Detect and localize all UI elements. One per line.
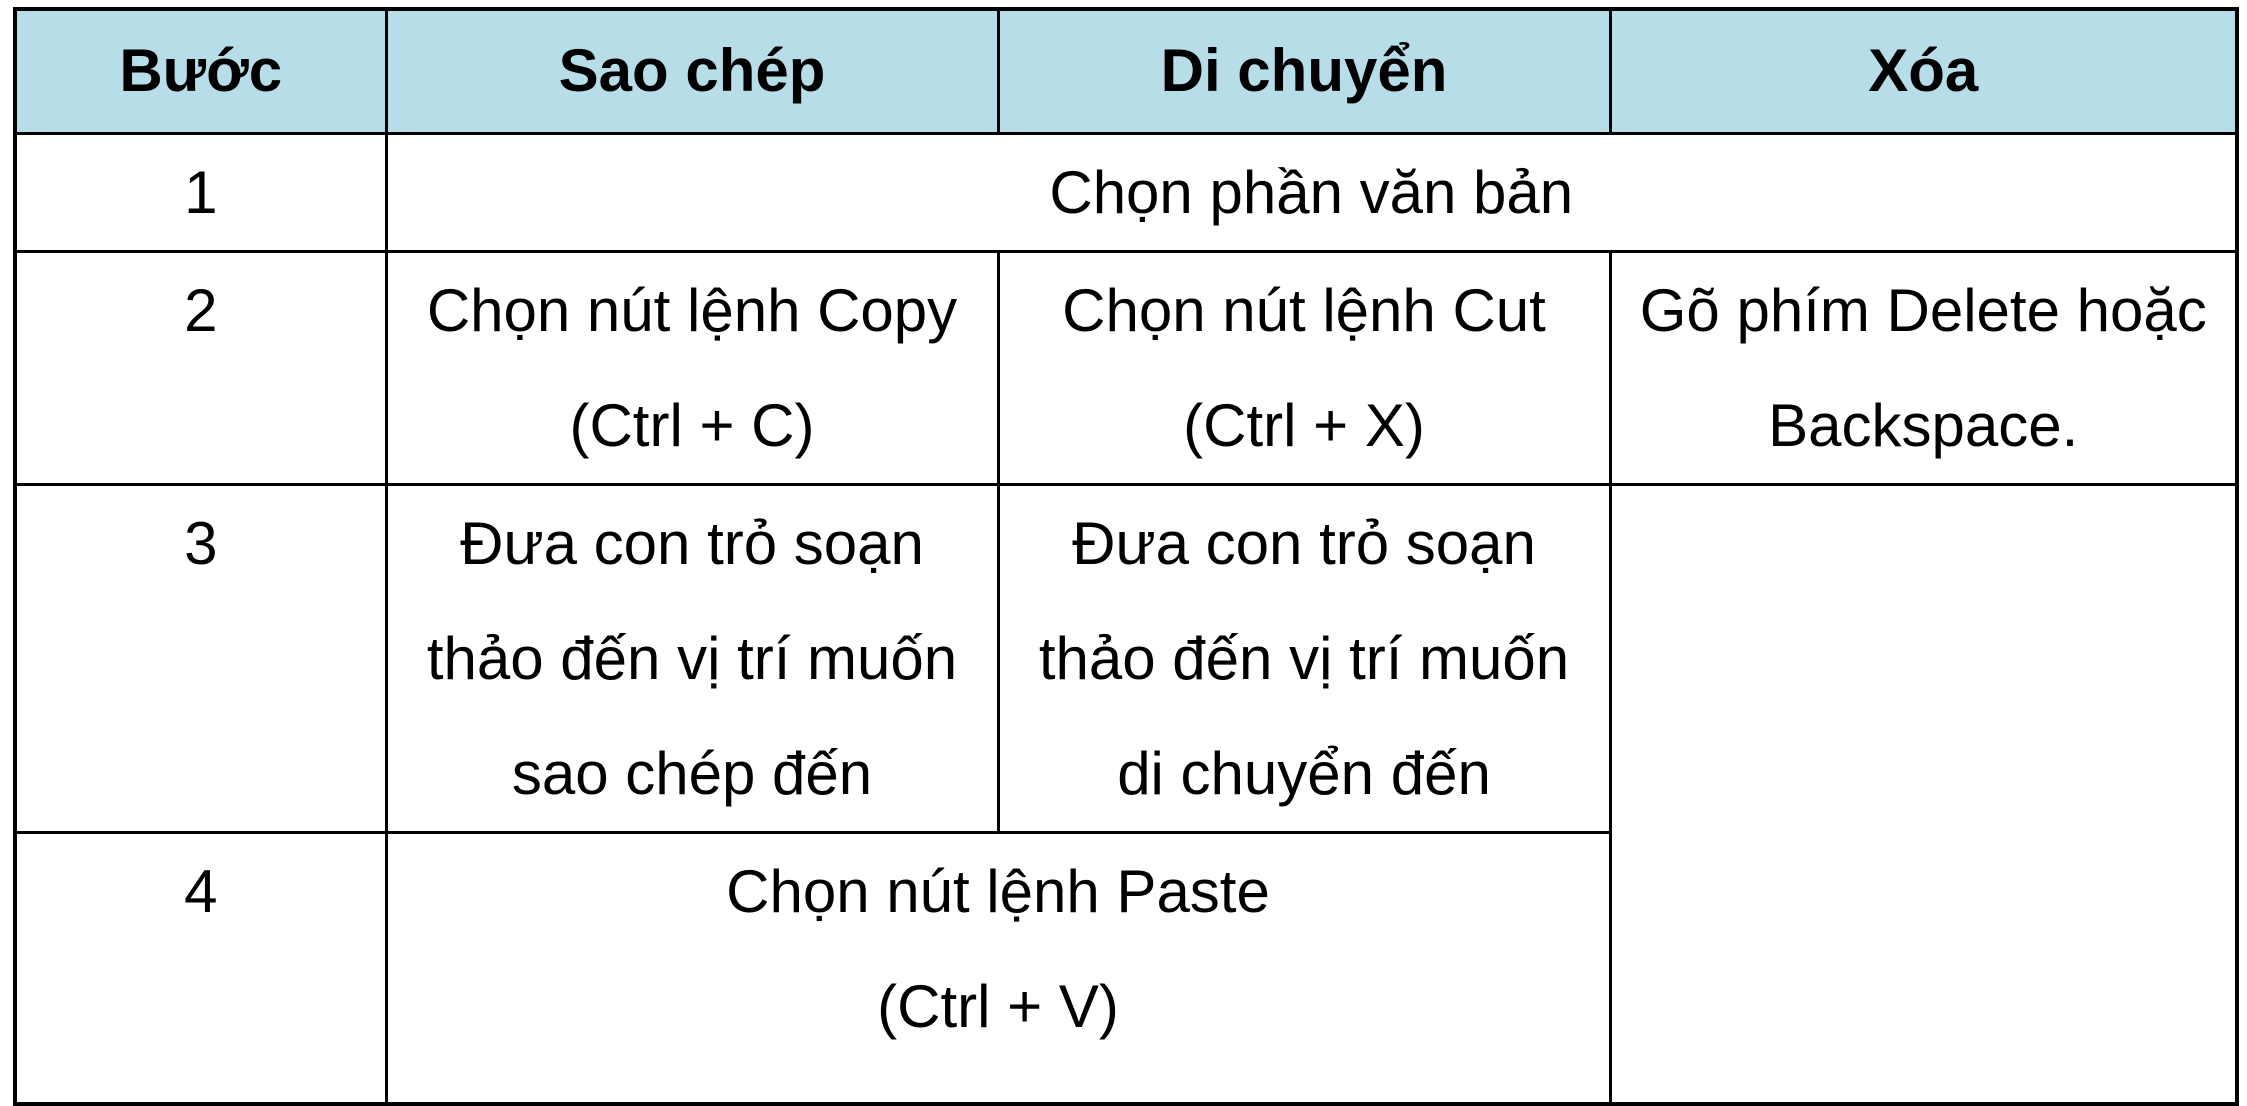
step-number: 1 bbox=[13, 131, 388, 253]
table-row: 3 Đưa con trỏ soạn thảo đến vị trí muốn … bbox=[13, 482, 2239, 1106]
step-1-action: Chọn phần văn bản bbox=[384, 131, 2239, 253]
header-move: Di chuyển bbox=[996, 7, 1612, 135]
step-number: 2 bbox=[13, 249, 388, 486]
step-number: 3 bbox=[13, 482, 388, 834]
header-delete: Xóa bbox=[1608, 7, 2239, 135]
step-2-copy: Chọn nút lệnh Copy (Ctrl + C) bbox=[384, 249, 1000, 486]
table-row: 2 Chọn nút lệnh Copy (Ctrl + C) Chọn nút… bbox=[13, 249, 2239, 486]
steps-table: Bước Sao chép Di chuyển Xóa 1 Chọn phần … bbox=[13, 7, 2239, 1106]
header-copy: Sao chép bbox=[384, 7, 1000, 135]
step-3-move: Đưa con trỏ soạn thảo đến vị trí muốn di… bbox=[996, 482, 1612, 834]
table-row: 4 Chọn nút lệnh Paste (Ctrl + V) bbox=[13, 830, 2237, 1106]
step-4-paste: Chọn nút lệnh Paste (Ctrl + V) bbox=[384, 830, 1612, 1106]
table-header-row: Bước Sao chép Di chuyển Xóa bbox=[13, 7, 2239, 135]
step-2-move: Chọn nút lệnh Cut (Ctrl + X) bbox=[996, 249, 1612, 486]
table-row: 1 Chọn phần văn bản bbox=[13, 131, 2239, 253]
step-number: 4 bbox=[13, 830, 388, 1106]
step-3-copy: Đưa con trỏ soạn thảo đến vị trí muốn sa… bbox=[384, 482, 1000, 834]
delete-empty-cell bbox=[1608, 482, 2239, 1106]
step-2-delete: Gõ phím Delete hoặc Backspace. bbox=[1608, 249, 2239, 486]
page: { "table": { "header": { "step": "Bước",… bbox=[13, 7, 2239, 1106]
header-step: Bước bbox=[13, 7, 388, 135]
